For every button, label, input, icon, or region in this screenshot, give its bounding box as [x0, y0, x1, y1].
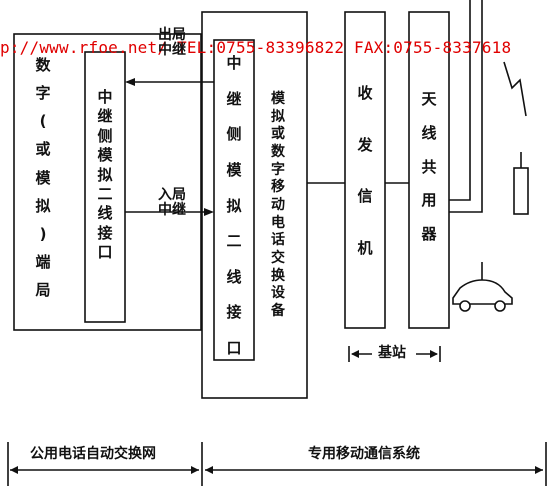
antenna-combiner-label: 天线共用器 [417, 92, 441, 242]
vertical-char: 侧 [226, 125, 242, 144]
vertical-char: 信 [357, 187, 373, 206]
vertical-char: 备 [271, 302, 285, 319]
vertical-char: 模 [35, 168, 51, 187]
private-arrow-right [535, 466, 543, 474]
base-station-label: 基站 [378, 345, 406, 361]
antenna-combiner-box [408, 11, 450, 329]
vertical-char: 接 [97, 223, 113, 242]
terminal-office-label: 数字 ( 或模拟) 端局 [30, 58, 56, 298]
vertical-char: 动 [271, 196, 285, 213]
vertical-char: 口 [226, 339, 242, 357]
vertical-char: 二 [97, 184, 113, 203]
vertical-char: ( [39, 112, 47, 131]
vertical-char: 线 [97, 204, 113, 223]
pstn-label: 公用电话自动交换网 [30, 446, 156, 462]
vertical-char: 线 [421, 123, 437, 142]
transceiver-box [344, 11, 386, 329]
incoming-arrow-head [204, 208, 214, 216]
vertical-char: 模 [226, 160, 242, 179]
right-interface-box [213, 39, 255, 361]
right-interface-label: 中继侧模拟二线接口 [222, 56, 246, 356]
vertical-char: 换 [271, 267, 285, 284]
vertical-char: 中 [226, 54, 242, 72]
antenna-feed-1 [449, 0, 471, 201]
vertical-char: 发 [357, 135, 373, 154]
vertical-char: 天 [421, 90, 437, 108]
antenna-feed-2 [449, 0, 483, 213]
vertical-char: 口 [97, 243, 113, 261]
vertical-char: 话 [271, 232, 285, 249]
vertical-char: 设 [271, 285, 285, 302]
vertical-char: 收 [357, 84, 373, 102]
pstn-arrow-right [191, 466, 199, 474]
mobile-switching-box [201, 11, 308, 399]
outgoing-arrow-head [125, 78, 135, 86]
watermark-text: p://www.rfoe.net/ TEL:0755-83396822 FAX:… [0, 38, 512, 57]
mobile-switching-label: 模拟或数字移动电话交换设备 [264, 92, 292, 318]
outgoing-trunk-label: 出局 中继 [158, 27, 186, 58]
vertical-char: 线 [226, 267, 242, 286]
vertical-char: 拟 [35, 196, 51, 215]
incoming-trunk-label: 入局 中继 [158, 187, 186, 218]
transceiver-label: 收发信机 [353, 86, 377, 256]
vertical-char: 拟 [271, 108, 285, 125]
vertical-char: 数 [35, 56, 51, 74]
vertical-char: 端 [35, 252, 51, 271]
vertical-char: 局 [35, 281, 51, 299]
vertical-char: 或 [35, 140, 51, 159]
vertical-char: 模 [271, 91, 285, 107]
vertical-char: 拟 [97, 165, 113, 184]
vertical-char: 移 [271, 179, 285, 196]
base-arrow-head-right [430, 350, 438, 358]
vertical-char: ) [39, 224, 47, 243]
vertical-char: 器 [421, 225, 437, 243]
vertical-char: 中 [97, 88, 113, 106]
handset-icon [513, 167, 529, 215]
vertical-char: 数 [271, 143, 285, 160]
pstn-arrow-left [10, 466, 18, 474]
vertical-char: 二 [226, 232, 242, 251]
vertical-char: 交 [271, 249, 285, 266]
vertical-char: 接 [226, 303, 242, 322]
vertical-char: 拟 [226, 196, 242, 215]
vertical-char: 字 [271, 161, 285, 178]
terminal-office-box [13, 33, 202, 331]
vertical-char: 用 [421, 191, 437, 210]
vertical-char: 共 [421, 157, 437, 176]
left-interface-label: 中继侧模拟二线接口 [93, 90, 117, 260]
vertical-char: 或 [271, 126, 285, 143]
vertical-char: 侧 [97, 126, 113, 145]
left-interface-box [84, 51, 126, 323]
vertical-char: 电 [271, 214, 285, 231]
vehicle-icon [452, 262, 513, 312]
base-arrow-head-left [351, 350, 359, 358]
vertical-char: 继 [97, 107, 113, 126]
private-arrow-left [205, 466, 213, 474]
vertical-char: 继 [226, 89, 242, 108]
vertical-char: 模 [97, 146, 113, 165]
private-mobile-label: 专用移动通信系统 [308, 446, 420, 462]
vertical-char: 字 [35, 84, 51, 103]
radio-wave-icon [503, 61, 527, 117]
vertical-char: 机 [357, 238, 373, 257]
